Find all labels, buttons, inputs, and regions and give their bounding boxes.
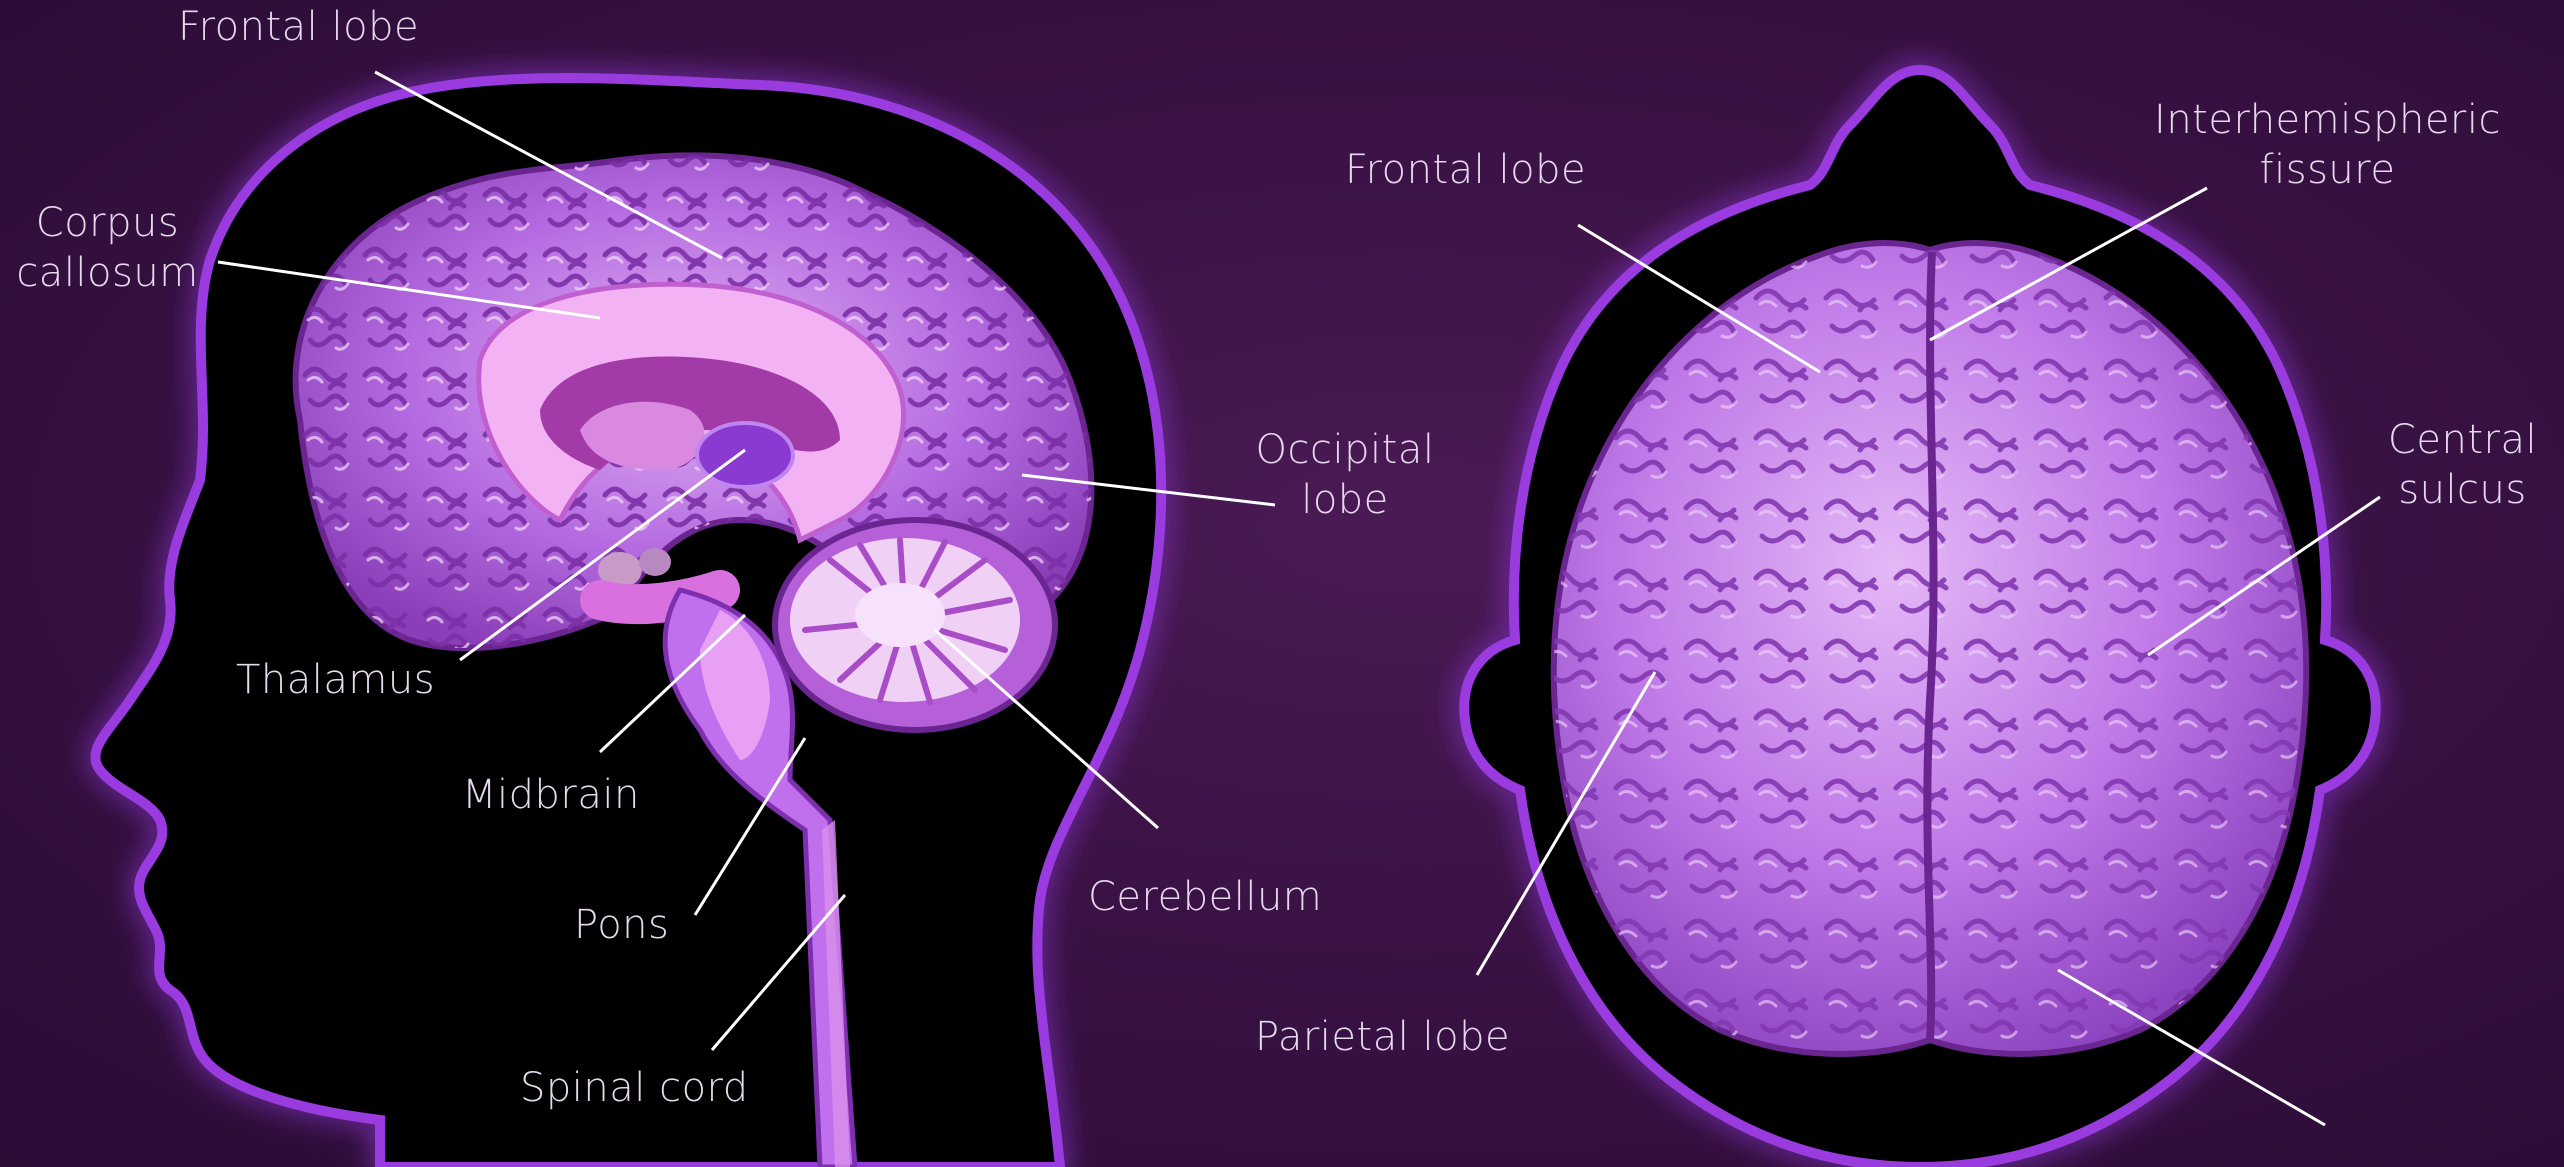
label-cerebellum: Cerebellum	[1088, 872, 1322, 922]
label-interhemispheric-line1: Interhemispheric	[2140, 95, 2515, 145]
label-central-sulcus: Central sulcus	[2375, 415, 2550, 515]
label-occipital-lobe-line1: Occipital	[1240, 425, 1450, 475]
top-brain	[1554, 243, 2306, 1054]
label-corpus-callosum-line1: Corpus	[0, 198, 215, 248]
label-interhemispheric-fissure: Interhemispheric fissure	[2140, 95, 2515, 195]
label-thalamus: Thalamus	[236, 655, 435, 705]
label-interhemispheric-line2: fissure	[2140, 145, 2515, 195]
label-central-sulcus-line1: Central	[2375, 415, 2550, 465]
label-corpus-callosum: Corpus callosum	[0, 198, 215, 298]
label-occipital-lobe: Occipital lobe	[1240, 425, 1450, 525]
label-corpus-callosum-line2: callosum	[0, 248, 215, 298]
label-central-sulcus-line2: sulcus	[2375, 465, 2550, 515]
label-occipital-lobe-line2: lobe	[1240, 475, 1450, 525]
label-frontal-lobe-side: Frontal lobe	[178, 2, 419, 52]
label-spinal-cord: Spinal cord	[520, 1063, 749, 1113]
label-parietal-lobe: Parietal lobe	[1255, 1012, 1510, 1062]
label-midbrain: Midbrain	[462, 770, 640, 820]
label-pons: Pons	[574, 900, 669, 950]
label-frontal-lobe-top: Frontal lobe	[1345, 145, 1586, 195]
